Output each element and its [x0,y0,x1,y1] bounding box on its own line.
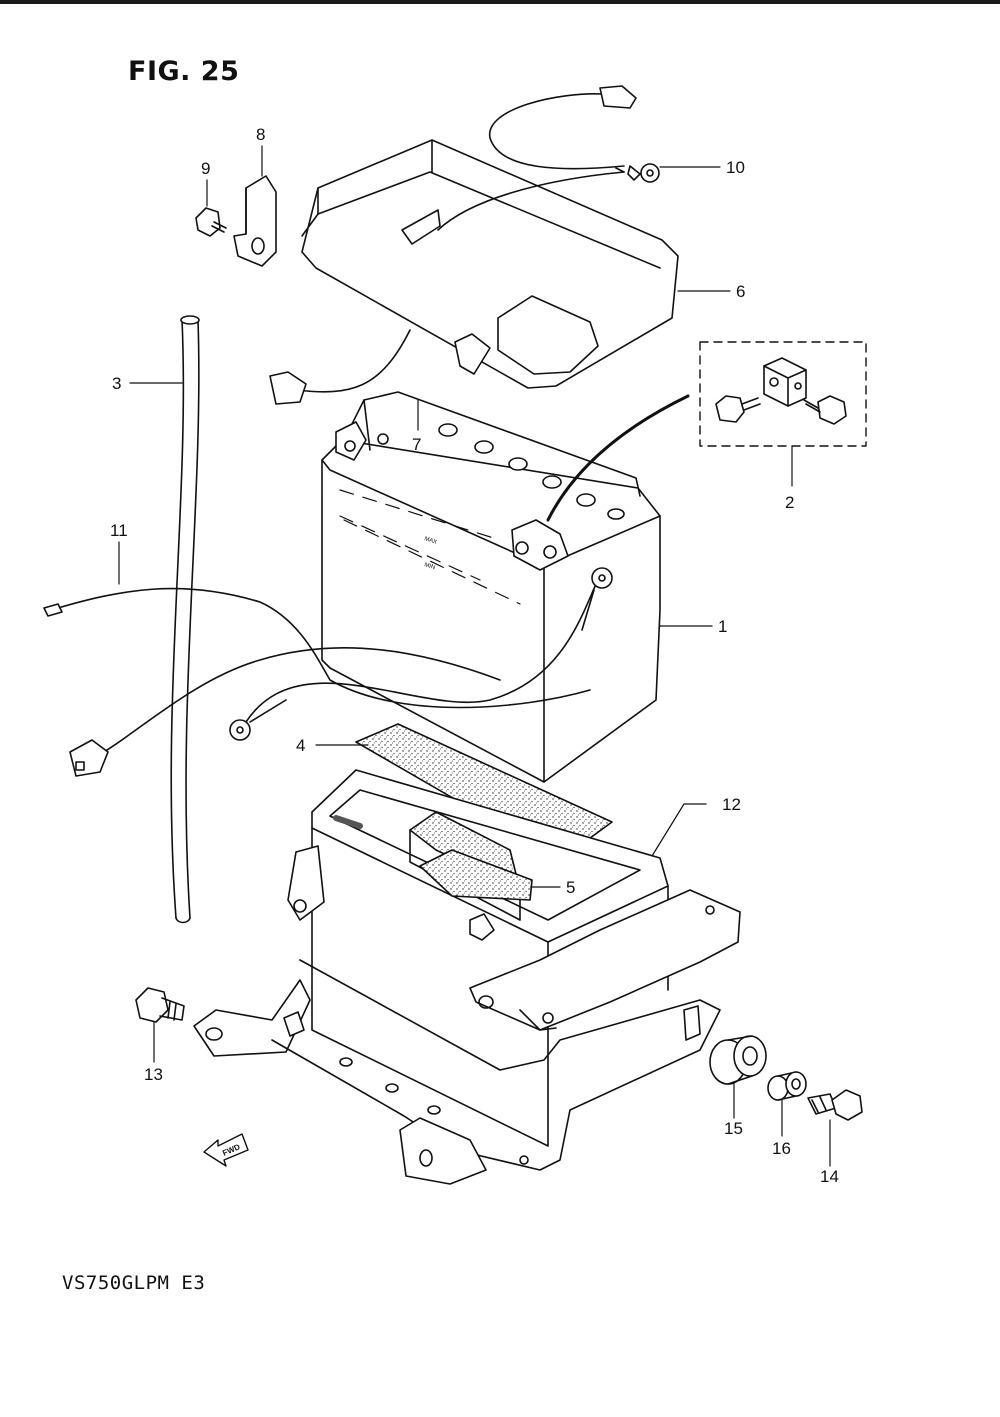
battery-min-mark: MIN [423,562,435,571]
callout-7: 7 [412,435,421,454]
clamp-bracket [233,175,277,267]
battery-holder-bracket [193,889,741,1185]
case-pad [419,849,533,901]
callout-6: 6 [736,282,745,301]
collar-spacer [767,1071,807,1101]
callout-12: 12 [722,795,741,814]
rubber-grommet [709,1035,767,1085]
breather-hose [170,319,185,919]
callout-15: 15 [724,1119,743,1138]
negative-lead-wire [295,329,411,393]
model-code: VS750GLPM E3 [62,1272,206,1294]
callout-14: 14 [820,1167,839,1186]
callout-11: 11 [110,521,128,540]
mounting-bolt-left [135,987,185,1023]
battery-cover [301,139,679,389]
callout-1: 1 [718,617,727,636]
fwd-arrow-icon [203,1133,249,1167]
cover-lead-wire [437,85,660,231]
mounting-bolt-right [807,1089,863,1121]
battery: MAX MIN [321,391,661,783]
callout-3: 3 [112,374,121,393]
callout-5: 5 [566,878,575,897]
callout-16: 16 [772,1139,791,1158]
clamp-screw [195,207,227,237]
callout-2: 2 [785,493,794,512]
negative-lead-terminal [269,371,307,405]
callout-10: 10 [726,158,745,177]
figure-title: FIG. 25 [128,56,240,87]
callout-leader-lines [118,145,831,1167]
callout-numbers: 1 2 3 4 5 6 7 8 9 10 11 12 13 14 15 16 [110,125,839,1186]
top-border-line [0,0,1000,4]
wire-harness [43,587,591,777]
terminal-screw-set [699,341,867,447]
callout-13: 13 [144,1065,163,1084]
battery-max-mark: MAX [423,536,437,546]
battery-cable [229,567,613,741]
callout-8: 8 [256,125,265,144]
callout-4: 4 [296,736,305,755]
callout-9: 9 [201,159,210,178]
positive-lead-wire [546,394,690,522]
